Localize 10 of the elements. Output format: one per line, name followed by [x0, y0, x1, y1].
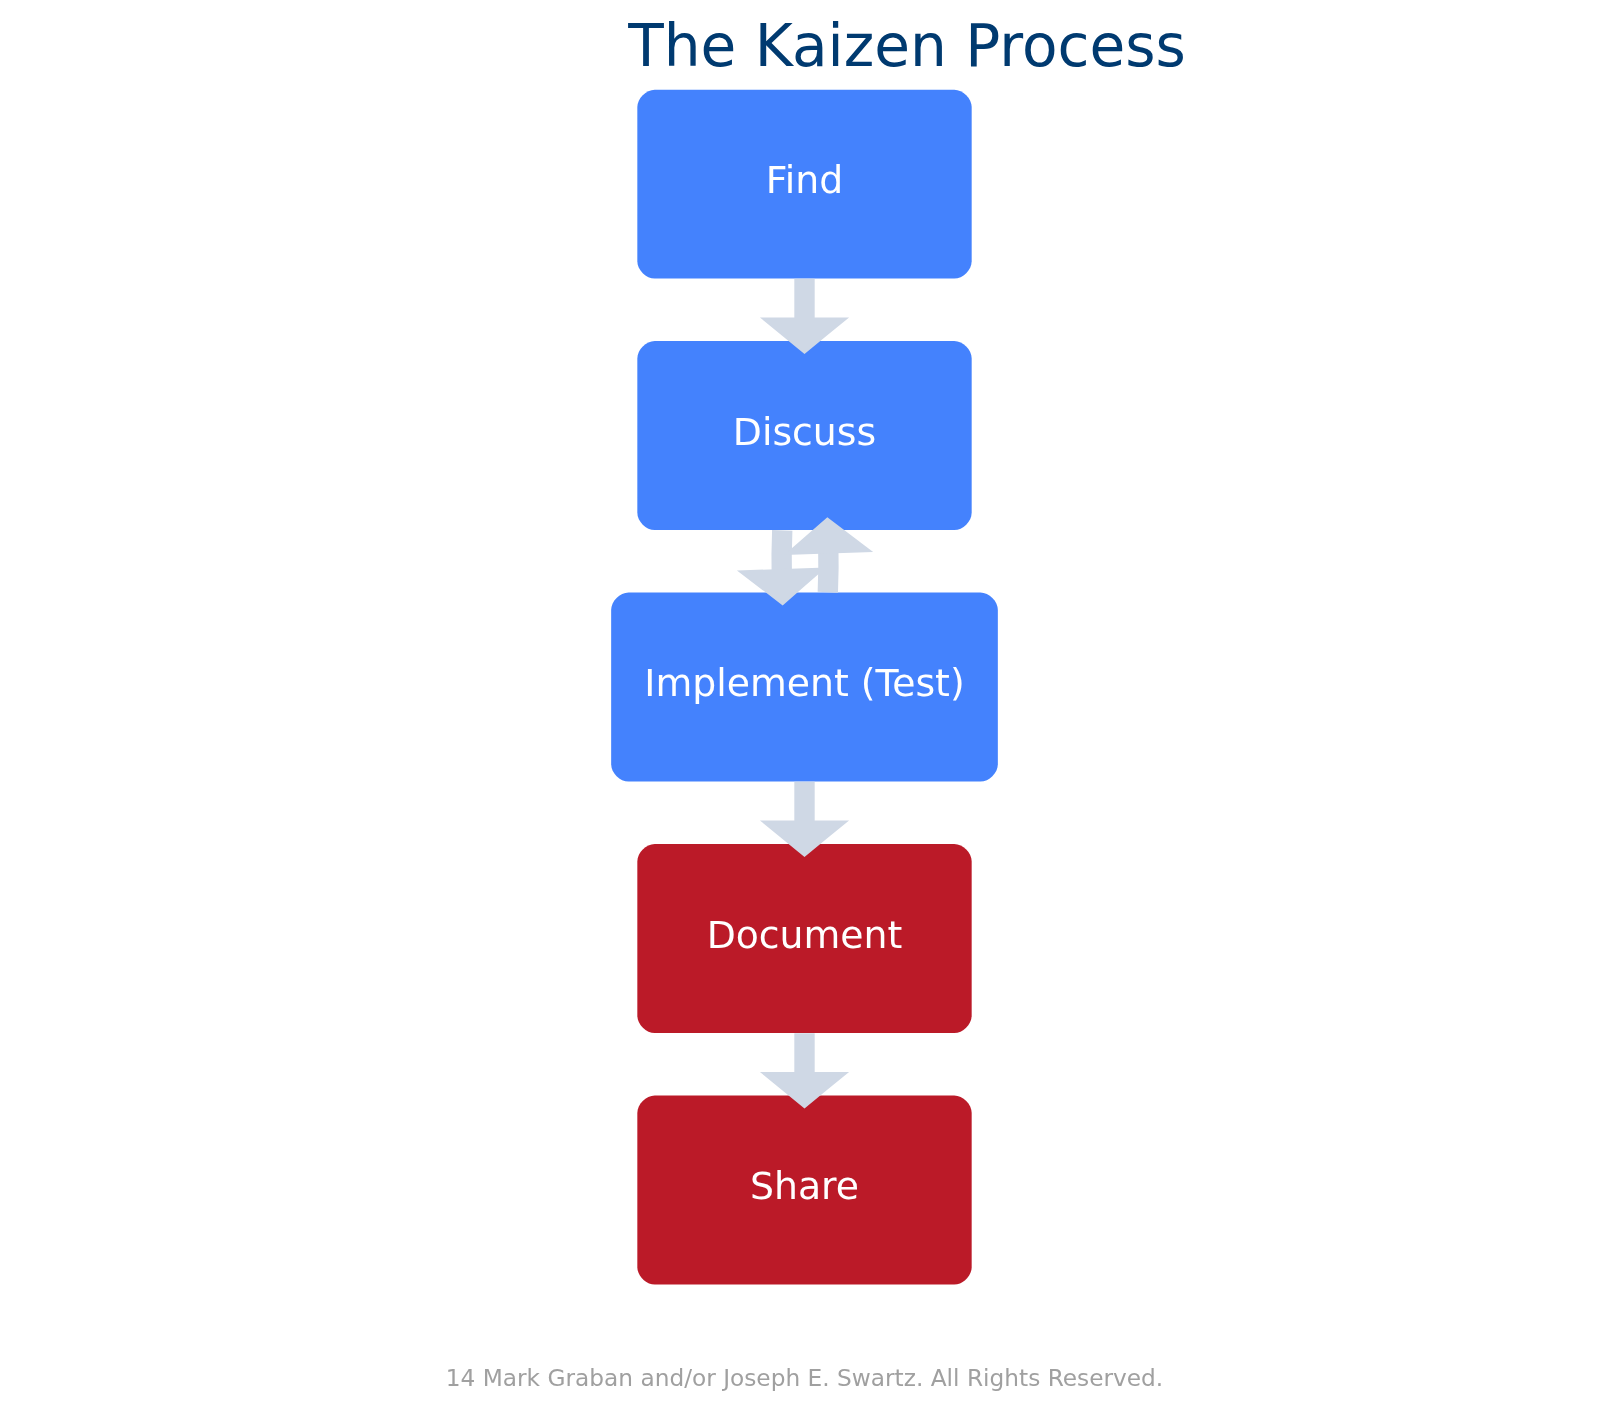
- node-box: Implement (Test): [611, 592, 998, 782]
- node-box: Find: [637, 89, 972, 279]
- node-box: Share: [637, 1095, 972, 1285]
- node-box: Document: [637, 844, 972, 1034]
- label: 14 Mark Graban and/or Joseph E. Swartz. All Rights Reserved.: [445, 1364, 1164, 1392]
- node-box: Discuss: [637, 341, 972, 531]
- diagram-title: The Kaizen Process: [628, 12, 1186, 81]
- arrow: [759, 1033, 850, 1109]
- arrow: [759, 278, 850, 354]
- arrow: [759, 781, 850, 857]
